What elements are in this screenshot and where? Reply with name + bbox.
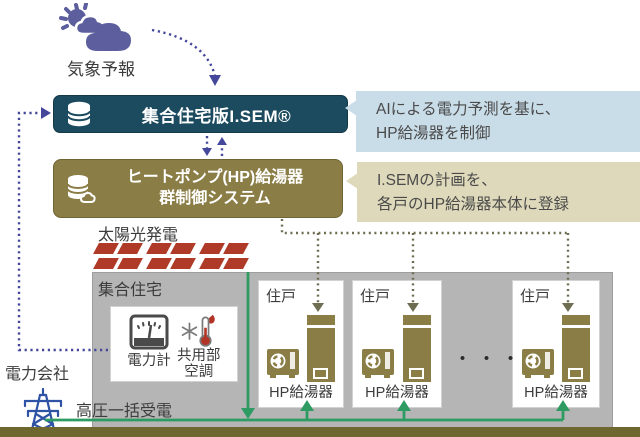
solar-panel xyxy=(93,258,119,269)
solar-panel xyxy=(170,243,196,254)
solar-panel xyxy=(117,258,143,269)
shared-ac-label-line2: 空調 xyxy=(184,364,214,381)
hp-note-line2: 各戸のHP給湯器本体に登録 xyxy=(377,196,570,214)
outdoor-unit-icon xyxy=(267,349,299,378)
isem-note-line1: AIによる電力予測を基に、 xyxy=(376,101,561,118)
shared-ac-label-line1: 共用部 xyxy=(177,347,221,364)
solar-panel xyxy=(199,243,225,254)
isem-hp-down-arrow xyxy=(202,136,212,156)
outdoor-unit-icon xyxy=(522,349,554,378)
solar-label: 太陽光発電 xyxy=(98,227,179,244)
solar-panel xyxy=(170,258,196,269)
solar-panel xyxy=(93,243,119,254)
outdoor-unit-icon xyxy=(362,349,394,378)
power-meter-icon xyxy=(129,314,169,350)
solar-panel xyxy=(199,258,225,269)
solar-panel xyxy=(146,243,172,254)
database-icon xyxy=(67,101,91,127)
solar-panel xyxy=(223,258,249,269)
isem-note: AIによる電力予測を基に、 HP給湯器を制御 xyxy=(345,91,640,152)
unit-device-label: HP給湯器 xyxy=(269,385,333,401)
building-label: 集合住宅 xyxy=(98,282,163,299)
receiving-label: 高圧一括受電 xyxy=(76,403,173,420)
solar-panel xyxy=(146,258,172,269)
solar-panel xyxy=(117,243,143,254)
hp-system-title: ヒートポンプ(HP)給湯器 群制御システム xyxy=(96,168,334,210)
unit-label: 住戸 xyxy=(520,288,551,305)
shared-ac-icon xyxy=(181,314,215,347)
isem-title: 集合住宅版I.SEM® xyxy=(141,106,292,126)
hp-system-box: ヒートポンプ(HP)給湯器 群制御システム xyxy=(53,159,343,218)
isem-hp-up-arrow xyxy=(217,137,227,156)
unit-label: 住戸 xyxy=(266,288,297,305)
solar-panel-grid xyxy=(93,243,258,273)
power-meter-box: 電力計 共用部 空調 xyxy=(110,306,238,382)
tank-icon xyxy=(562,315,590,382)
shared-ac-label: 共用部 空調 xyxy=(177,348,221,381)
unit-device-label: HP給湯器 xyxy=(365,385,429,401)
weather-label: 気象予報 xyxy=(67,60,135,79)
hp-note-line1: I.SEMの計画を、 xyxy=(377,172,497,189)
unit-box-1: 住戸 HP給湯器 xyxy=(258,280,344,408)
isem-note-line2: HP給湯器を制御 xyxy=(376,125,491,143)
power-meter-label: 電力計 xyxy=(127,353,171,369)
hp-system-title-line2: 群制御システム xyxy=(159,189,271,207)
unit-label: 住戸 xyxy=(360,288,391,305)
unit-box-2: 住戸 HP給湯器 xyxy=(352,280,442,408)
weather-cloud-sun-icon xyxy=(59,3,131,51)
weather-to-isem-arrow xyxy=(151,28,221,86)
power-company-label: 電力会社 xyxy=(5,366,70,383)
ellipsis-dots: ・・・ xyxy=(453,349,526,370)
tank-icon xyxy=(307,315,335,382)
isem-box: 集合住宅版I.SEM® xyxy=(53,95,348,133)
hp-note: I.SEMの計画を、 各戸のHP給湯器本体に登録 xyxy=(346,162,640,222)
unit-device-label: HP給湯器 xyxy=(524,385,588,401)
unit-box-3: 住戸 HP給湯器 xyxy=(512,280,600,408)
note-tail xyxy=(346,173,358,189)
ground-bar xyxy=(0,427,640,437)
hp-system-title-line1: ヒートポンプ(HP)給湯器 xyxy=(126,168,304,186)
tank-icon xyxy=(403,315,431,382)
solar-panel xyxy=(223,243,249,254)
note-tail xyxy=(345,100,357,116)
database-cloud-icon xyxy=(67,174,96,203)
